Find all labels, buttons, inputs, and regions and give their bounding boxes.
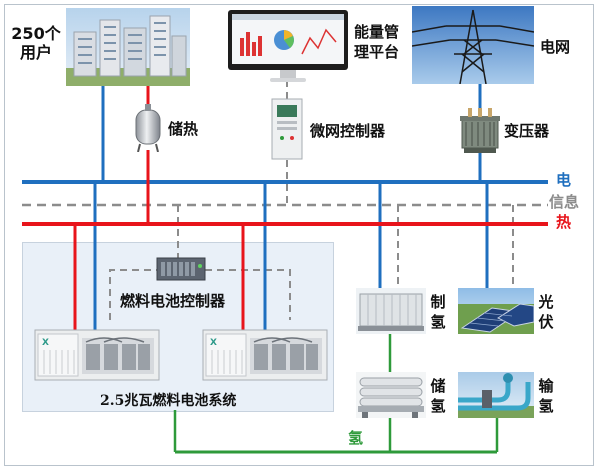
electricity-bus-label: 电	[556, 171, 572, 189]
pv-label: 光 伏	[538, 293, 554, 331]
microgrid-controller-cabinet-image	[270, 98, 304, 160]
transformer-image	[454, 106, 506, 154]
information-bus-label: 信息	[549, 193, 580, 211]
grid-tower-image	[412, 6, 534, 84]
heat-storage-tank-image	[132, 104, 164, 152]
heat-storage-label: 储热	[168, 120, 199, 138]
hydrogen-production-label: 制 氢	[430, 293, 446, 331]
grid-label: 电网	[540, 38, 571, 56]
fuel-cell-unit-1-image: X	[34, 326, 160, 382]
fc-info-right	[205, 269, 291, 320]
ems-monitor-image	[226, 8, 350, 86]
hydrogen-production-container-image	[356, 288, 426, 334]
hydrogen-storage-tubes-image	[356, 372, 426, 418]
svg-text:X: X	[210, 338, 217, 348]
hydrogen-transport-pipeline-image	[458, 372, 534, 418]
fuel-cell-unit-2-image: X	[202, 326, 328, 382]
heat-links	[73, 85, 245, 330]
transformer-label: 变压器	[504, 122, 550, 140]
fuel-cell-controller-image	[156, 256, 206, 282]
users-buildings-image	[66, 8, 190, 86]
diagram-frame	[4, 4, 594, 466]
hydrogen-bus-label: 氢	[348, 429, 364, 447]
electricity-links	[93, 78, 489, 330]
fuel-cell-controller-label: 燃料电池控制器	[120, 292, 226, 310]
fc-info-left	[109, 269, 158, 320]
svg-text:X: X	[42, 338, 49, 348]
pv-panels-image	[458, 288, 534, 334]
heat-bus-label: 热	[556, 213, 572, 231]
information-links	[109, 80, 514, 320]
hydrogen-links	[173, 334, 499, 452]
hydrogen-storage-label: 储 氢	[430, 377, 446, 415]
hydrogen-transport-label: 输 氢	[538, 377, 554, 415]
ems-label: 能量管 理平台	[354, 23, 400, 61]
microgrid-controller-label: 微网控制器	[310, 122, 386, 140]
users-label: 250个 用户	[11, 24, 61, 62]
fuel-cell-system-label: 2.5兆瓦燃料电池系统	[100, 393, 237, 409]
